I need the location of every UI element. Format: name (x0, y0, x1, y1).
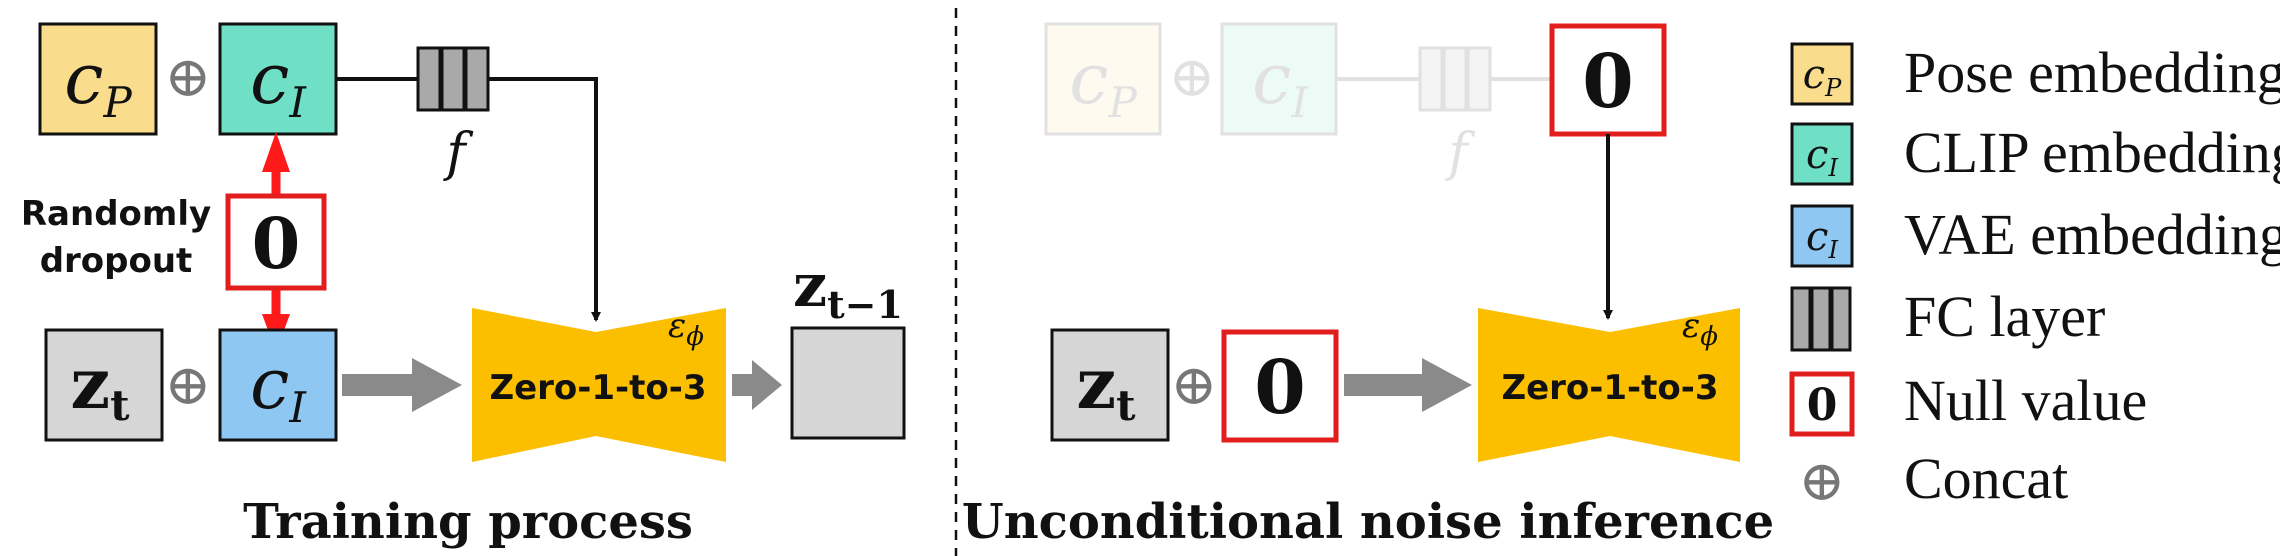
null-input-box: 0 (1221, 329, 1339, 443)
training-caption: Training process (243, 494, 693, 550)
clip-embedding-box: cI (218, 22, 338, 136)
svg-text:cP: cP (64, 38, 132, 127)
unet-block: Zero-1-to-3 εϕ (472, 306, 726, 462)
inference-unet-block: Zero-1-to-3 εϕ (1478, 306, 1740, 462)
svg-text:VAE embedding: VAE embedding (1904, 202, 2280, 267)
fc-to-unet-arrow (488, 77, 601, 322)
vae-embedding-box: cI (218, 328, 338, 442)
legend-item-clip: cI CLIP embedding (1790, 120, 2280, 186)
inference-noisy-latent-box: zt (1050, 328, 1170, 442)
svg-text:Null value: Null value (1904, 368, 2147, 433)
legend-item-pose: cP Pose embedding (1790, 40, 2280, 106)
fc-layer-icon (416, 46, 490, 112)
svg-text:Pose embedding: Pose embedding (1904, 40, 2280, 105)
svg-text:FC layer: FC layer (1904, 284, 2105, 349)
svg-text:cI: cI (250, 38, 307, 127)
denoised-latent-label: zt−1 (793, 251, 903, 327)
fc-label: f (442, 123, 473, 183)
svg-text:εϕ: εϕ (668, 306, 704, 352)
unet-to-output-arrow (732, 360, 782, 410)
input-to-unet-arrow (342, 358, 462, 412)
concat-icon: ⊕ (1799, 449, 1846, 514)
legend-item-concat: ⊕ Concat (1799, 446, 2069, 514)
legend-item-fc: FC layer (1790, 284, 2105, 352)
svg-text:⊕: ⊕ (1169, 45, 1216, 110)
legend: cP Pose embedding cI CLIP embedding cI V… (1789, 40, 2280, 514)
svg-text:cP: cP (1803, 52, 1842, 102)
faded-conditioning: cP ⊕ cI f (1044, 22, 1550, 183)
denoised-latent-box (790, 326, 906, 440)
noisy-latent-box: zt (44, 328, 164, 442)
svg-text:0: 0 (1807, 380, 1838, 431)
svg-text:Zero-1-to-3: Zero-1-to-3 (1501, 368, 1718, 408)
concat-icon: ⊕ (1171, 353, 1218, 418)
inference-input-arrow (1344, 358, 1472, 412)
svg-text:εϕ: εϕ (1682, 306, 1718, 352)
svg-text:Zero-1-to-3: Zero-1-to-3 (489, 368, 706, 408)
svg-text:0: 0 (1582, 39, 1634, 125)
legend-item-vae: cI VAE embedding (1790, 202, 2280, 268)
svg-text:cP: cP (1069, 38, 1137, 127)
svg-text:cI: cI (250, 343, 307, 432)
svg-text:0: 0 (1254, 345, 1306, 431)
pose-embedding-box: cP (38, 22, 158, 136)
null-value-box: 0 (225, 193, 327, 291)
svg-text:zt: zt (1076, 342, 1136, 430)
concat-icon: ⊕ (165, 45, 212, 110)
svg-text:0: 0 (252, 202, 301, 285)
svg-text:CLIP embedding: CLIP embedding (1904, 120, 2280, 185)
svg-text:cI: cI (1806, 132, 1838, 182)
svg-text:f: f (1444, 123, 1475, 183)
inference-panel: cP ⊕ cI f 0 zt ⊕ (962, 22, 1774, 550)
svg-text:zt: zt (70, 342, 130, 430)
dropout-label-line2: dropout (40, 241, 193, 281)
svg-text:cI: cI (1806, 214, 1838, 264)
inference-caption: Unconditional noise inference (962, 494, 1774, 550)
svg-text:Concat: Concat (1904, 446, 2068, 511)
concat-icon: ⊕ (165, 353, 212, 418)
legend-item-null: 0 Null value (1789, 368, 2147, 437)
training-panel: cP ⊕ cI f (21, 22, 906, 550)
svg-text:cI: cI (1252, 38, 1309, 127)
fc-layer-icon (1790, 286, 1852, 352)
null-condition-box: 0 (1549, 23, 1667, 137)
dropout-label-line1: Randomly (21, 194, 211, 234)
